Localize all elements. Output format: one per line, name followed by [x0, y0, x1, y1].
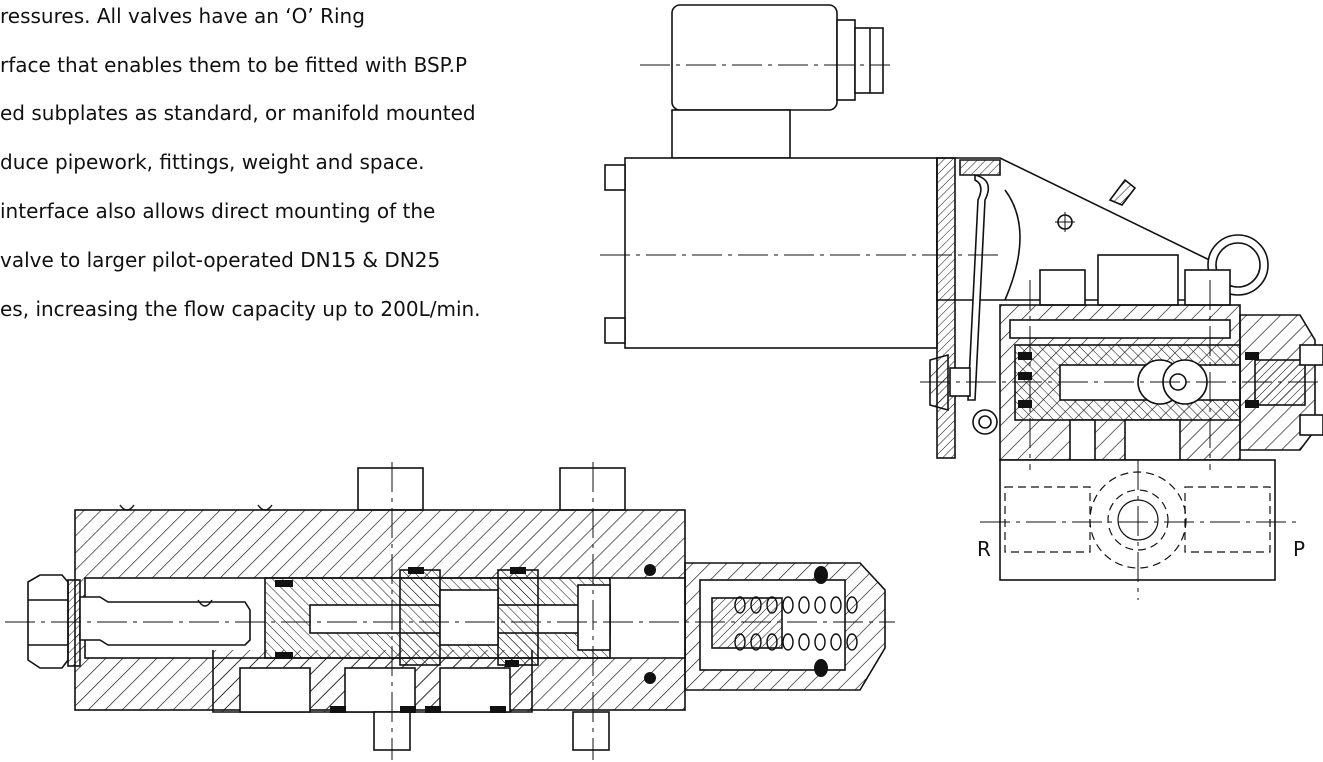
port-label-r: R	[977, 537, 991, 561]
text-line: es, increasing the flow capacity up to 2…	[0, 297, 481, 321]
o-ring-seals-upper	[1018, 352, 1259, 408]
text-line: interface also allows direct mounting of…	[0, 199, 436, 223]
text-line: ressures. All valves have an ‘O’ Ring	[0, 4, 365, 28]
port-label-p: P	[1293, 537, 1305, 561]
cartridge-valve-section-view	[5, 462, 895, 760]
o-ring-seals	[275, 564, 828, 713]
spring-coils	[734, 596, 858, 651]
text-line: duce pipework, fittings, weight and spac…	[0, 150, 425, 174]
text-line: valve to larger pilot-operated DN15 & DN…	[0, 248, 441, 272]
text-line: ed subplates as standard, or manifold mo…	[0, 101, 476, 125]
text-line: rface that enables them to be fitted wit…	[0, 53, 468, 77]
solenoid-valve-assembly	[600, 4, 1323, 600]
